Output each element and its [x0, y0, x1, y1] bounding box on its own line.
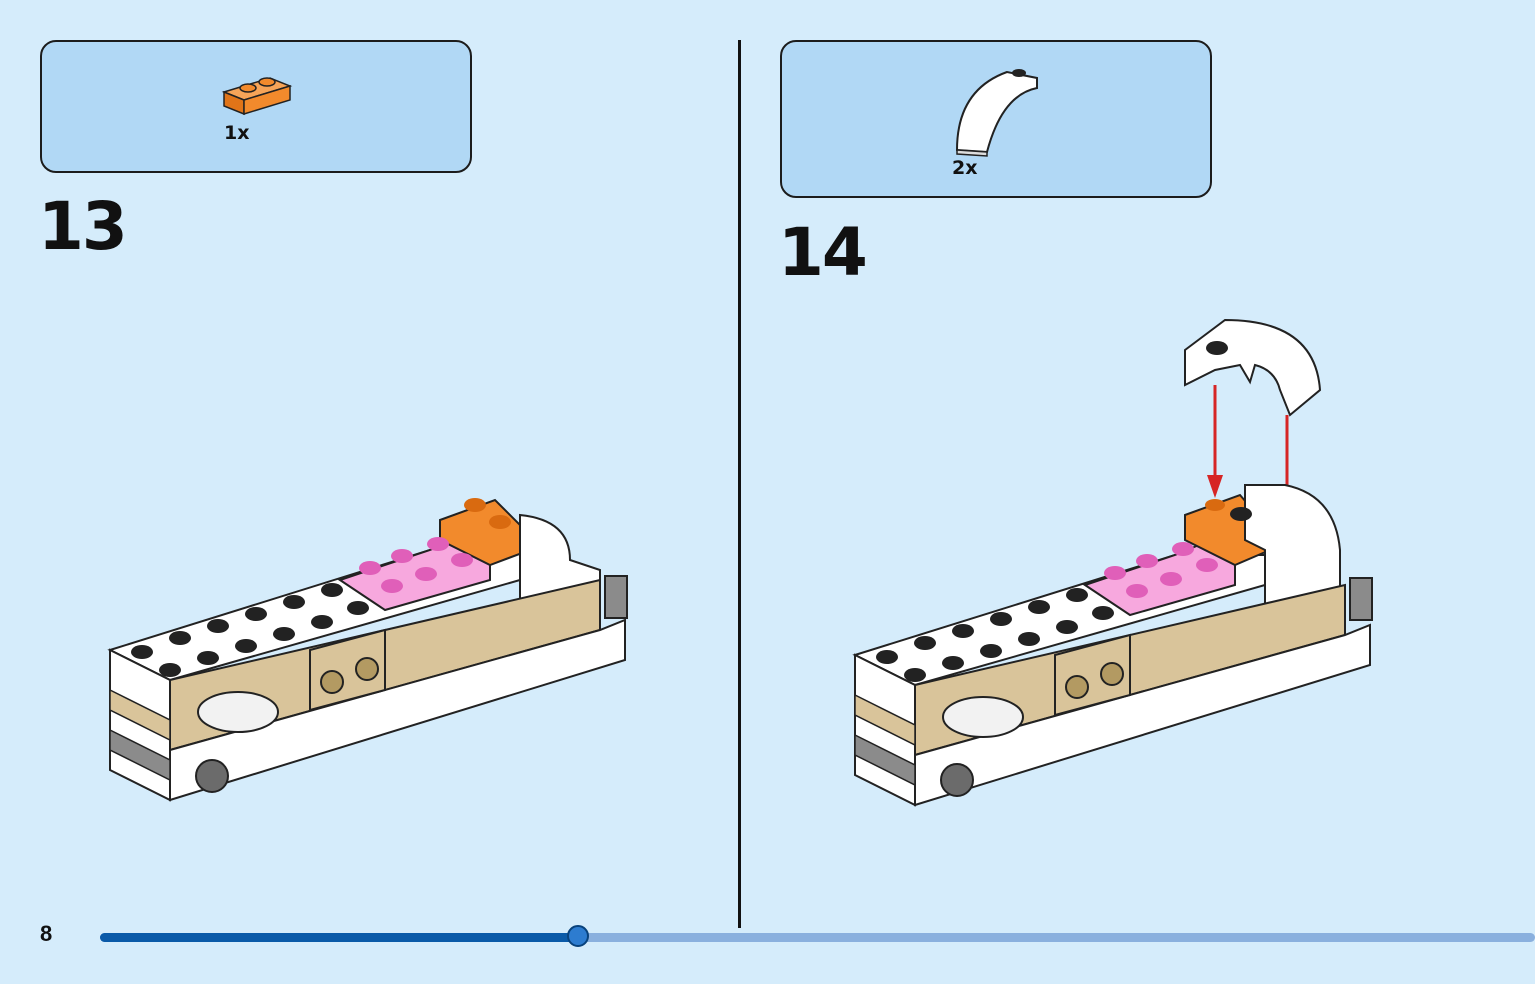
train-car-model-step-14	[852, 318, 1373, 807]
page-number: 8	[40, 921, 53, 946]
parts-callout-step-14: 2x	[780, 40, 1212, 198]
progress-bar-fill	[100, 933, 578, 942]
part-quantity-13: 1x	[224, 122, 250, 144]
progress-bar	[100, 925, 1535, 947]
step-divider	[738, 40, 741, 928]
orange-plate-1x2-icon	[221, 77, 293, 116]
step-number-14: 14	[778, 214, 868, 291]
parts-callout-step-13: 1x	[40, 40, 472, 173]
step-number-13: 13	[38, 188, 128, 265]
train-car-model-step-13	[107, 498, 628, 802]
white-curved-slope-icon	[955, 69, 1038, 157]
part-quantity-14: 2x	[952, 157, 978, 179]
progress-indicator	[566, 925, 589, 947]
